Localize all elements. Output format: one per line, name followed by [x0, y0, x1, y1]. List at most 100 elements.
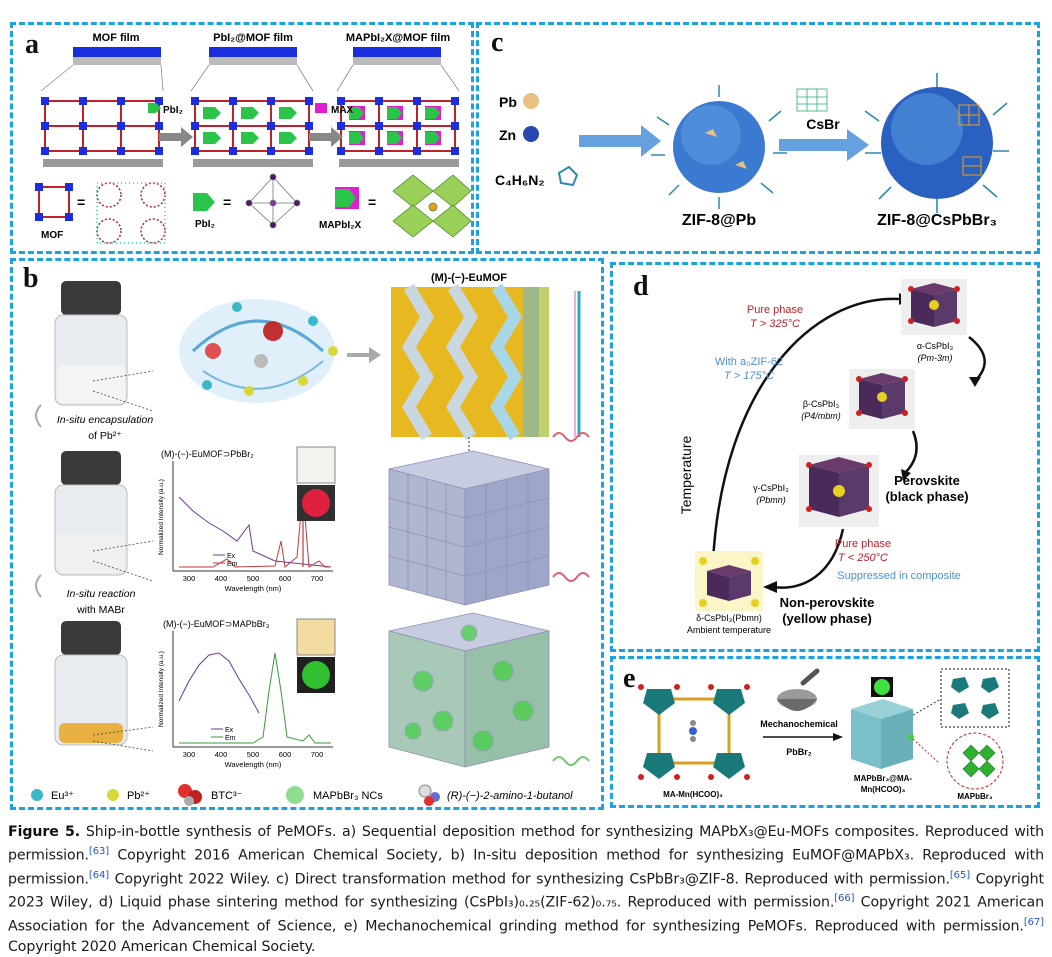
- svg-text:Em: Em: [225, 735, 236, 742]
- caption-ref-66[interactable]: [66]: [834, 893, 855, 905]
- legend-mof: MOF =: [35, 183, 85, 241]
- panel-b: b In-situ encapsulation of Pb²⁺ In-situ …: [10, 258, 604, 810]
- perovskite-cube: [392, 174, 471, 238]
- film-title-2: PbI₂@MOF film: [213, 32, 293, 44]
- zif8-pb-sphere: [651, 85, 787, 209]
- svg-text:Zn: Zn: [499, 127, 516, 143]
- svg-text:MA-Mn(HCOO)₃: MA-Mn(HCOO)₃: [663, 790, 723, 799]
- panel-c-label: c: [491, 27, 504, 58]
- svg-text:with MABr: with MABr: [76, 604, 125, 616]
- panel-b-figure: In-situ encapsulation of Pb²⁺ In-situ re…: [31, 272, 590, 806]
- svg-text:(black phase): (black phase): [885, 489, 968, 504]
- caption-ref-63[interactable]: [63]: [88, 846, 110, 857]
- pbi2-octahedron: [245, 173, 301, 229]
- svg-text:Suppressed in composite: Suppressed in composite: [837, 570, 961, 582]
- svg-text:700: 700: [311, 574, 324, 583]
- svg-text:(M)-(−)-EuMOF: (M)-(−)-EuMOF: [431, 272, 507, 284]
- svg-text:α-CsPbI₃: α-CsPbI₃: [917, 341, 954, 351]
- svg-text:=: =: [368, 194, 376, 210]
- panel-a: a MOF film PbI₂@MOF film MAPbI₂X@MOF fil…: [10, 22, 474, 254]
- spectrum-1: Ex Em Normalized Intensity (a.u.) Wavele…: [158, 446, 336, 593]
- framework-1: [44, 100, 160, 152]
- vial-1: [54, 281, 128, 406]
- splash-illustration: [179, 299, 338, 403]
- svg-text:600: 600: [279, 574, 292, 583]
- figure-caption: Figure 5. Ship-in-bottle synthesis of Pe…: [8, 822, 1044, 957]
- lattice-cube-1: [388, 450, 550, 606]
- vial-3: [54, 621, 128, 746]
- svg-text:500: 500: [247, 574, 260, 583]
- svg-text:MAPbBr₃: MAPbBr₃: [957, 792, 993, 801]
- panel-b-key: Eu³⁺ Pb²⁺ BTC³⁻ MAPbBr₃ NCs (R)-(−)-2-am…: [31, 784, 573, 806]
- svg-text:Perovskite: Perovskite: [894, 473, 960, 488]
- composite-crystal: [851, 699, 914, 769]
- svg-text:MAPbBr₃ NCs: MAPbBr₃ NCs: [313, 790, 383, 802]
- svg-text:Mn(HCOO)₃: Mn(HCOO)₃: [861, 785, 906, 794]
- svg-text:500: 500: [247, 750, 260, 759]
- legend-mapbi2x: MAPbI₂X =: [319, 187, 376, 231]
- svg-text:Wavelength (nm): Wavelength (nm): [225, 760, 282, 769]
- beta-cspbi3-structure: [849, 369, 915, 429]
- arrow-to-zif8cspbbr3: [779, 129, 869, 161]
- svg-text:Wavelength (nm): Wavelength (nm): [225, 584, 282, 593]
- curved-arrow-2: [35, 574, 42, 598]
- panel-c-figure: Pb Zn C₄H₆N₂ ZIF-8@Pb CsBr: [495, 73, 1009, 229]
- panel-d-figure: Temperature Pure phase T > 325°C With a₀…: [678, 279, 986, 635]
- arrow-to-eumof: [347, 347, 381, 363]
- svg-text:600: 600: [279, 750, 292, 759]
- panel-a-figure: MOF film PbI₂@MOF film MAPbI₂X@MOF film: [35, 32, 471, 244]
- panel-d: d Temperature Pure phase T > 325°C With …: [610, 262, 1040, 652]
- svg-text:400: 400: [215, 750, 228, 759]
- svg-text:300: 300: [183, 750, 196, 759]
- svg-text:T > 175°C: T > 175°C: [724, 370, 774, 382]
- svg-text:=: =: [77, 194, 85, 210]
- svg-text:BTC³⁻: BTC³⁻: [211, 790, 243, 802]
- svg-text:C₄H₆N₂: C₄H₆N₂: [495, 172, 545, 188]
- caption-text-4: Copyright 2023 Wiley, d) Liquid phase si…: [8, 871, 1044, 912]
- alpha-cspbi3-structure: [901, 279, 967, 335]
- legend-pbi2: PbI₂ =: [193, 193, 231, 230]
- pb-ball: [523, 93, 539, 109]
- svg-text:In-situ reaction: In-situ reaction: [67, 588, 136, 600]
- svg-text:Normalized Intensity (a.u.): Normalized Intensity (a.u.): [158, 651, 165, 727]
- film-title-1: MOF film: [92, 32, 139, 44]
- svg-text:PbBr₂: PbBr₂: [786, 747, 812, 757]
- svg-text:400: 400: [215, 574, 228, 583]
- caption-text-6: Copyright 2020 American Chemical Society…: [8, 938, 316, 955]
- svg-text:Pb: Pb: [499, 94, 517, 110]
- svg-text:In-situ encapsulation: In-situ encapsulation: [57, 414, 153, 426]
- caption-text-5: Copyright 2021 American Association for …: [8, 895, 1044, 935]
- arrow-to-zif8pb: [579, 125, 661, 157]
- svg-text:δ-CsPbI₃(Pbmn): δ-CsPbI₃(Pbmn): [696, 613, 762, 623]
- svg-text:Pure phase: Pure phase: [835, 538, 891, 550]
- svg-text:Pb²⁺: Pb²⁺: [127, 790, 150, 802]
- svg-text:MAPbI₂X: MAPbI₂X: [319, 220, 362, 231]
- temperature-axis-label: Temperature: [678, 435, 694, 514]
- ma-mn-hcoo-framework: [638, 684, 750, 780]
- svg-text:CsBr: CsBr: [806, 116, 840, 132]
- caption-ref-65[interactable]: [65]: [949, 869, 971, 881]
- svg-text:(M)-(−)-EuMOF⊃PbBr₂: (M)-(−)-EuMOF⊃PbBr₂: [161, 449, 254, 459]
- svg-text:Mechanochemical: Mechanochemical: [760, 719, 838, 729]
- caption-ref-67[interactable]: [67]: [1023, 917, 1044, 929]
- panel-a-label: a: [25, 29, 39, 60]
- svg-text:ZIF-8@Pb: ZIF-8@Pb: [682, 212, 756, 229]
- panel-e: e MA-Mn(HCOO)₃ Mechanochemical PbBr₂: [610, 656, 1040, 808]
- panel-c: c Pb Zn C₄H₆N₂ ZIF-8@Pb CsBr: [476, 22, 1040, 254]
- eumof-structure: [391, 283, 581, 441]
- caption-text-3: Copyright 2022 Wiley. c) Direct transfor…: [109, 871, 950, 888]
- inset-mapbbr3: [946, 732, 1004, 790]
- arrow-max-label: MAX: [331, 105, 354, 116]
- zif8-cspbbr3-sphere: [864, 73, 1009, 213]
- panel-e-figure: MA-Mn(HCOO)₃ Mechanochemical PbBr₂ MAPbB…: [638, 668, 1010, 801]
- svg-text:=: =: [223, 194, 231, 210]
- svg-text:Normalized Intensity (a.u.): Normalized Intensity (a.u.): [158, 479, 165, 555]
- caption-ref-64[interactable]: [64]: [88, 869, 110, 881]
- svg-text:T > 325°C: T > 325°C: [750, 318, 800, 330]
- svg-text:(P4/mbm): (P4/mbm): [801, 411, 841, 421]
- lattice-cube-2: [388, 612, 550, 768]
- caption-text-1: Ship-in-bottle synthesis of PeMOFs. a) S…: [8, 824, 1044, 864]
- arrow-pbi2-label: PbI₂: [163, 105, 183, 116]
- photo-yellow-powder: [296, 618, 336, 656]
- svg-text:ZIF-8@CsPbBr₃: ZIF-8@CsPbBr₃: [877, 212, 997, 229]
